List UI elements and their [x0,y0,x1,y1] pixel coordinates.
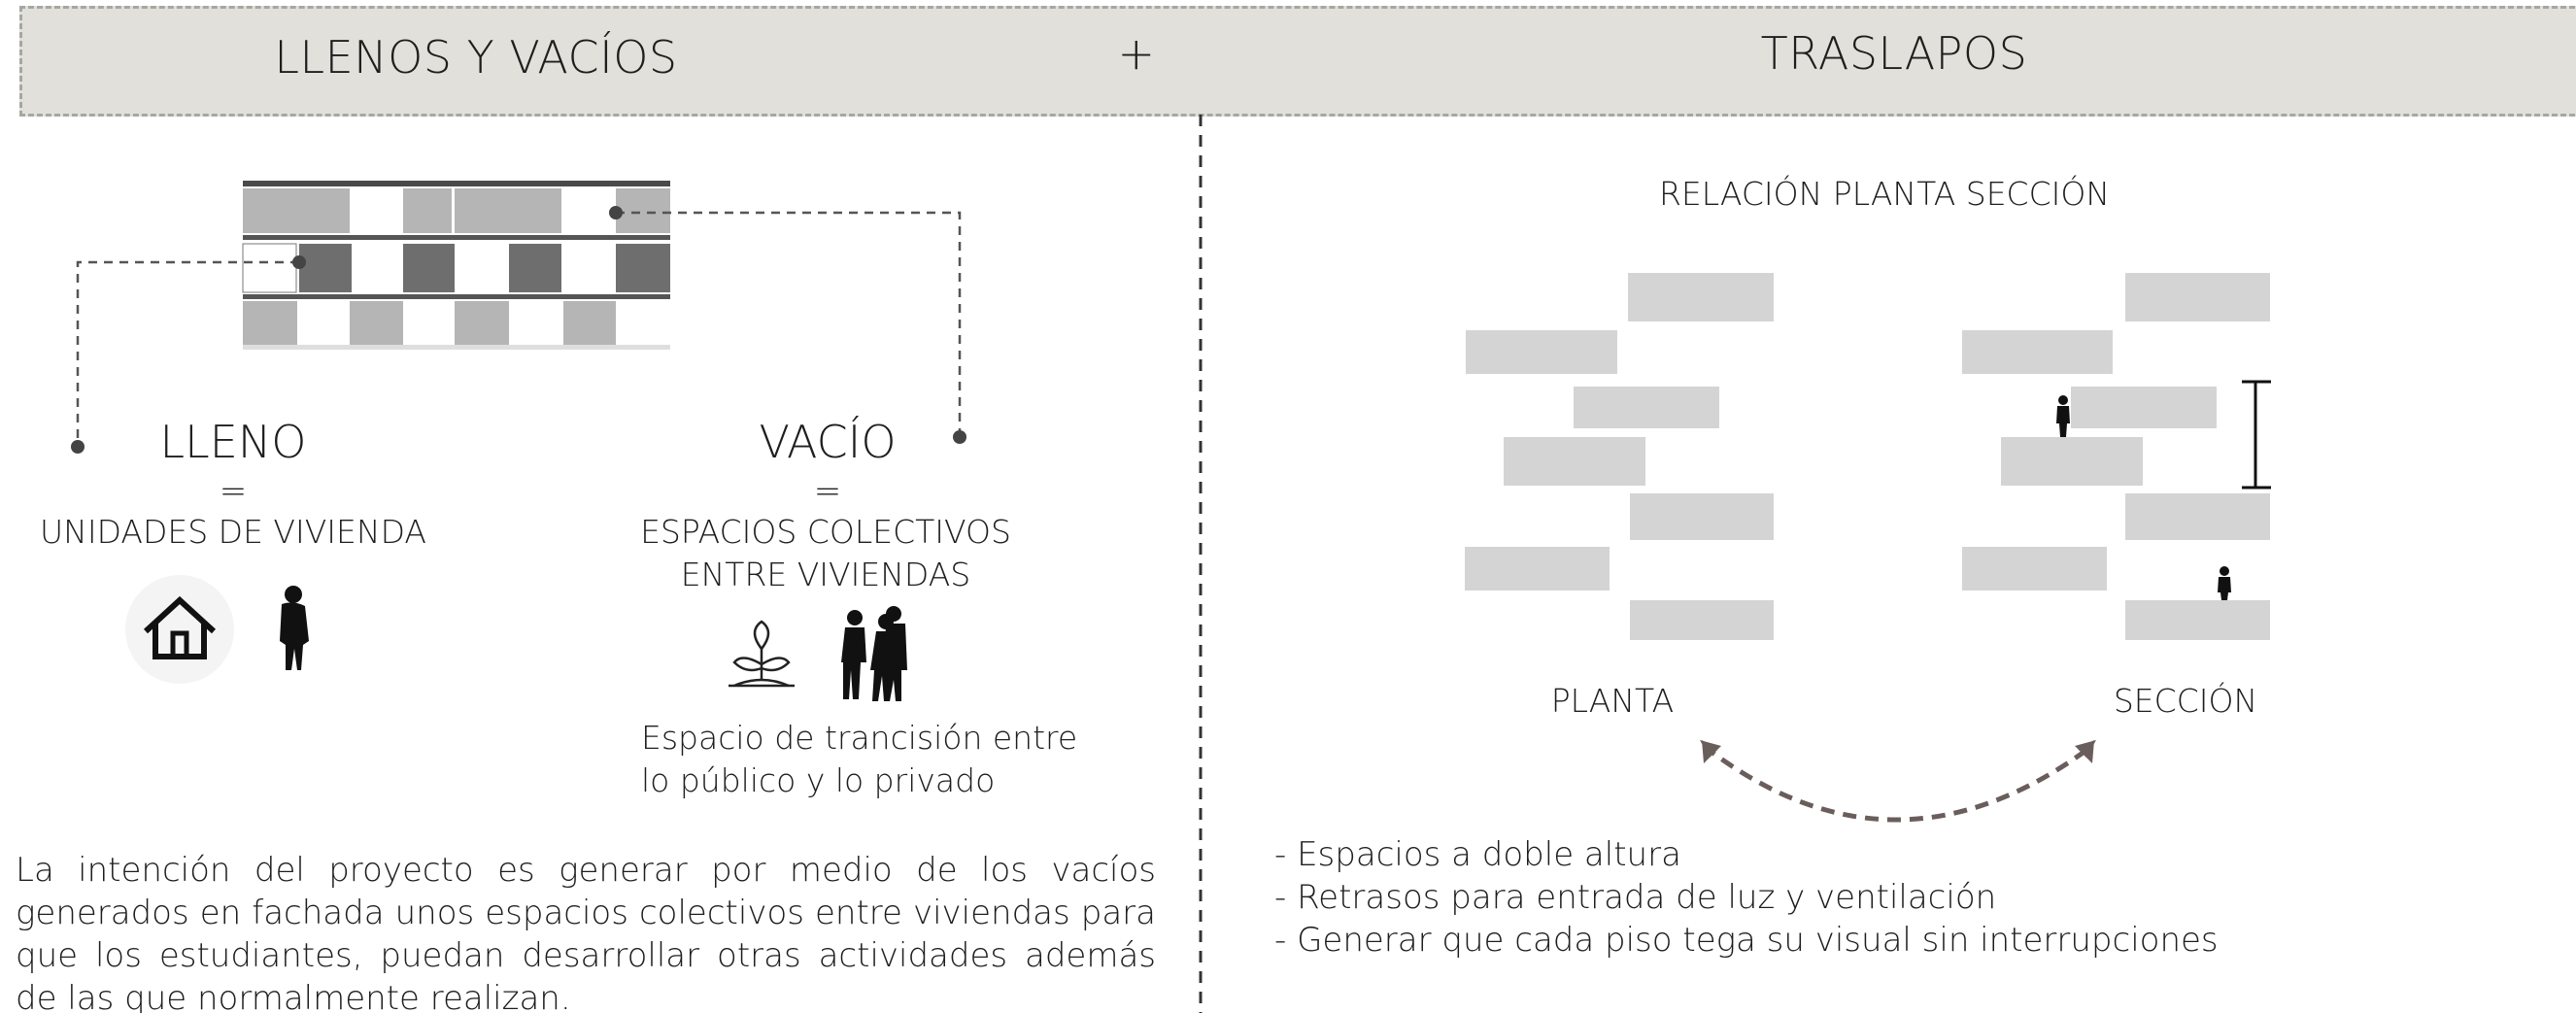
leader-vacio [616,211,962,437]
leader-lleno [76,260,299,447]
group-people-icon [841,606,907,701]
facade-fill [243,301,297,345]
planta-label: PLANTA [1550,682,1675,720]
seccion-label: SECCIÓN [2113,682,2258,720]
vacio-title: VACÍO [759,416,897,468]
bullet-list: - Espacios a doble altura - Retrasos par… [1274,833,2219,962]
vacio-desc-line2: ENTRE VIVIENDAS [680,556,971,593]
vacio-equals: = [813,472,842,511]
facade-fill [616,188,670,233]
facade-fill [509,244,561,292]
facade-fill [243,188,350,233]
relation-arrow [1700,740,2096,823]
header-right-title: TRASLAPOS [1760,27,2028,80]
leader-dot [292,255,306,269]
bullet-item: - Espacios a doble altura [1274,835,1681,874]
facade-diagram [242,181,670,350]
facade-fill [616,244,670,292]
facade-fill [455,301,509,345]
facade-top-slab [243,181,670,186]
seccion-diagram [1962,273,2270,640]
header-band [19,6,2576,117]
vacio-note-line2: lo público y lo privado [641,761,996,799]
person-icon [280,586,309,670]
planta-diagram [1465,273,1774,640]
relation-subtitle: RELACIÓN PLANTA SECCIÓN [1658,175,2111,213]
lleno-title: LLENO [159,416,307,468]
facade-fill [350,301,403,345]
lleno-equals: = [219,472,248,511]
leader-dot [609,206,623,219]
vacio-note-line1: Espacio de trancisión entre [641,719,1078,757]
facade-void [242,243,297,293]
bullet-item: - Retrasos para entrada de luz y ventila… [1274,878,1997,917]
facade-fill [563,301,616,345]
project-paragraph: La intención del proyecto es generar por… [16,851,1156,1013]
facade-slab [243,294,670,299]
facade-slab [243,235,670,240]
vacio-desc-line1: ESPACIOS COLECTIVOS [640,513,1011,551]
leader-lines [76,211,962,447]
facade-fill [455,188,561,233]
section-person-icon [2218,566,2231,600]
leader-dot [953,430,966,444]
facade-fill [299,244,352,292]
lleno-desc: UNIDADES DE VIVIENDA [40,513,426,551]
facade-fill [403,188,452,233]
house-icon [125,575,234,684]
plant-icon [729,620,795,688]
bullet-item: - Generar que cada piso tega su visual s… [1274,921,2219,960]
header-left-title: LLENOS Y VACÍOS [274,31,678,84]
double-height-dimension [2242,380,2271,490]
header-plus: + [1117,27,1156,80]
facade-fill [403,244,455,292]
section-person-icon [2056,395,2070,437]
facade-base [243,345,670,350]
leader-dot [71,440,85,454]
